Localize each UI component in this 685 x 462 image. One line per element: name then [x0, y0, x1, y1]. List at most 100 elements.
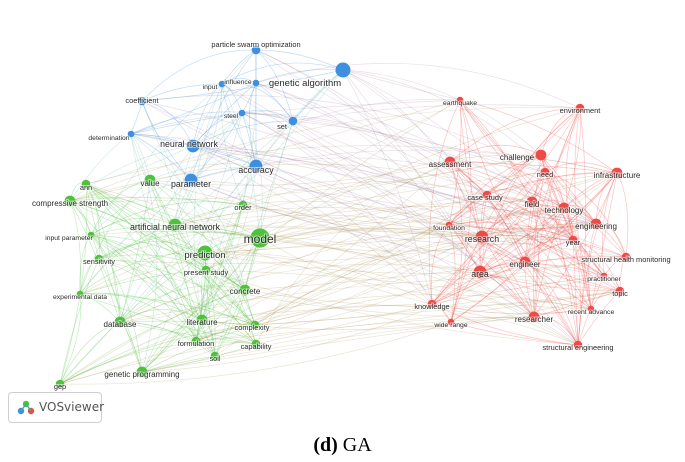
network-edge — [98, 223, 597, 264]
network-edge — [486, 194, 579, 346]
network-edge — [79, 179, 151, 295]
network-edge — [59, 194, 488, 385]
network-edge — [449, 161, 574, 241]
network-edge — [130, 100, 143, 135]
network-edge — [59, 258, 100, 385]
network-edge — [450, 207, 565, 323]
network-edge — [255, 68, 344, 84]
network-edge — [221, 83, 535, 318]
network-edge — [190, 179, 481, 273]
network-edge — [85, 183, 207, 271]
network-edge — [190, 99, 461, 181]
label-coefficient: coefficient — [125, 96, 158, 105]
network-edge — [292, 104, 581, 122]
label-genetic-programming: genetic programming — [104, 370, 179, 379]
network-edge — [342, 69, 542, 156]
network-edge — [59, 293, 82, 385]
network-edge — [119, 69, 344, 323]
network-edge — [486, 194, 565, 209]
node-foundation — [445, 221, 453, 229]
label-capability: capability — [241, 342, 272, 351]
network-edge — [449, 144, 542, 163]
label-gep: gep — [54, 382, 66, 391]
node-ann — [81, 179, 91, 189]
network-edge — [141, 100, 246, 291]
network-edge — [533, 107, 581, 318]
network-edge — [259, 237, 433, 305]
network-edge — [242, 200, 450, 226]
network-edge — [174, 214, 450, 226]
network-edge — [192, 120, 294, 147]
network-edge — [141, 49, 257, 102]
network-edge — [59, 120, 294, 385]
network-edge — [242, 181, 488, 206]
network-edge — [255, 165, 605, 277]
network-edge — [201, 303, 433, 321]
label-neural-network: neural network — [160, 139, 218, 149]
network-edge — [69, 133, 132, 202]
network-edge — [241, 112, 579, 346]
network-edge — [98, 258, 143, 373]
network-edge — [449, 161, 526, 263]
node-database — [114, 316, 126, 328]
network-edge — [201, 290, 621, 330]
label-area: area — [471, 269, 489, 279]
node-steel — [238, 109, 246, 117]
network-edge — [190, 49, 257, 181]
network-edge — [540, 154, 574, 241]
network-edge — [59, 316, 535, 385]
network-edge — [119, 179, 192, 323]
network-edge — [90, 234, 256, 326]
network-edge — [254, 201, 533, 326]
network-edge — [204, 252, 216, 357]
network-edge — [244, 261, 526, 291]
network-edge — [449, 161, 463, 323]
network-edge — [479, 194, 488, 273]
network-edge — [254, 256, 627, 326]
network-edge — [255, 49, 294, 122]
label-database: database — [104, 320, 137, 329]
network-edge — [241, 112, 565, 209]
network-edge — [577, 172, 618, 346]
network-edge — [130, 82, 257, 135]
label-earthquake: earthquake — [443, 100, 477, 107]
network-edge — [448, 224, 621, 292]
network-edge — [79, 234, 92, 295]
label-assessment: assessment — [429, 160, 472, 169]
network-edge — [204, 207, 565, 254]
label-concrete: concrete — [230, 287, 261, 296]
network-edge — [85, 183, 621, 292]
network-edge — [241, 112, 433, 305]
label-ann: ann — [80, 183, 92, 192]
node-wide-range — [447, 318, 455, 326]
network-edge — [431, 275, 605, 305]
network-edge — [141, 100, 194, 147]
network-edge — [192, 145, 597, 225]
network-edge — [459, 99, 483, 238]
network-edge — [255, 49, 526, 263]
network-edge — [119, 321, 216, 357]
network-edge — [130, 133, 158, 373]
network-edge — [342, 69, 433, 305]
network-edge — [85, 183, 592, 310]
label-input: input — [203, 84, 218, 91]
node-particle-swarm-optimization — [251, 45, 261, 55]
node-infrastructure — [611, 167, 623, 179]
node-practitioner — [600, 272, 608, 280]
network-edge — [69, 200, 81, 295]
network-edge — [524, 223, 597, 263]
network-edge — [292, 120, 597, 225]
network-edge — [69, 200, 246, 291]
network-edge — [574, 107, 592, 310]
network-edge — [524, 261, 579, 346]
network-edge — [448, 224, 535, 318]
network-edge — [448, 171, 546, 226]
network-edge — [531, 201, 579, 346]
network-edge — [98, 179, 192, 260]
network-edge — [141, 112, 243, 373]
network-edge — [98, 171, 546, 260]
network-edge — [572, 239, 621, 292]
network-edge — [214, 223, 597, 357]
network-edge — [524, 172, 618, 263]
label-need: need — [537, 170, 553, 179]
